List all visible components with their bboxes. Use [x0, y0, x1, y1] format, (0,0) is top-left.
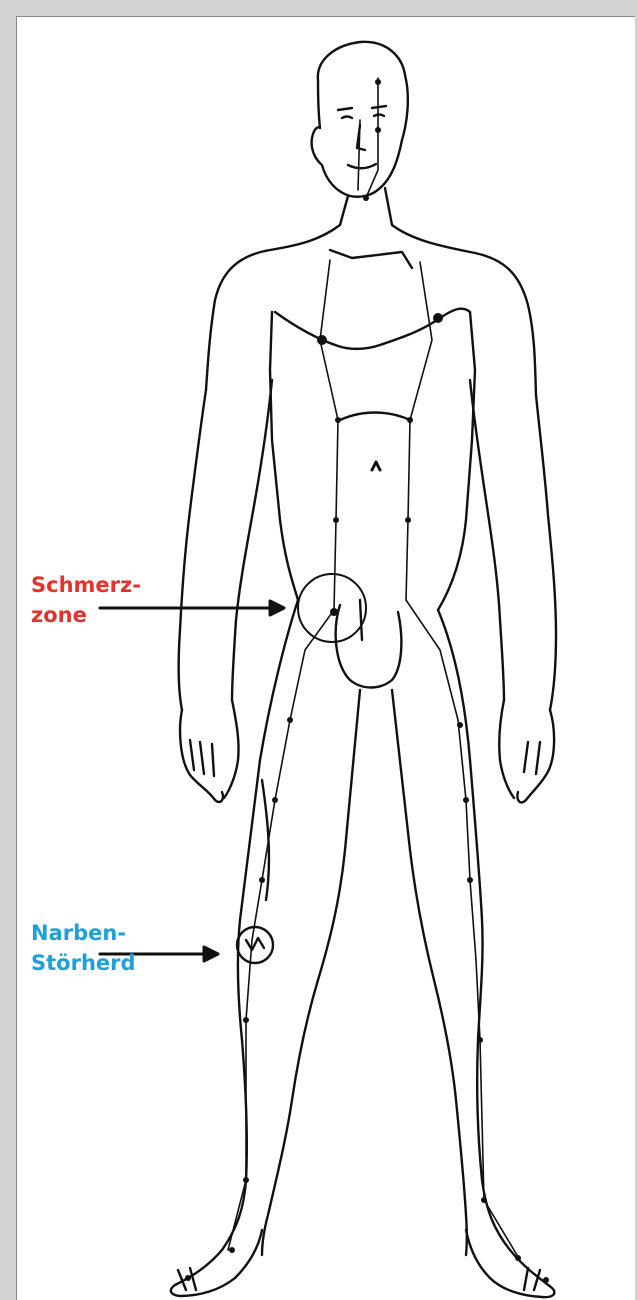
left-arm: [179, 380, 272, 802]
pain-zone-label: Schmerz- zone: [31, 570, 141, 630]
pain-zone-circle: [298, 574, 366, 642]
pain-zone-label-line2: zone: [31, 600, 141, 630]
scar-label-line2: Störherd: [31, 948, 136, 978]
torso-outline: [206, 188, 536, 610]
scar-label-line1: Narben-: [31, 918, 136, 948]
pain-zone-label-line1: Schmerz-: [31, 570, 141, 600]
left-leg: [171, 600, 360, 1296]
right-leg: [392, 610, 554, 1297]
right-arm: [470, 380, 556, 802]
groin: [336, 600, 402, 688]
scar-interference-label: Narben- Störherd: [31, 918, 136, 978]
